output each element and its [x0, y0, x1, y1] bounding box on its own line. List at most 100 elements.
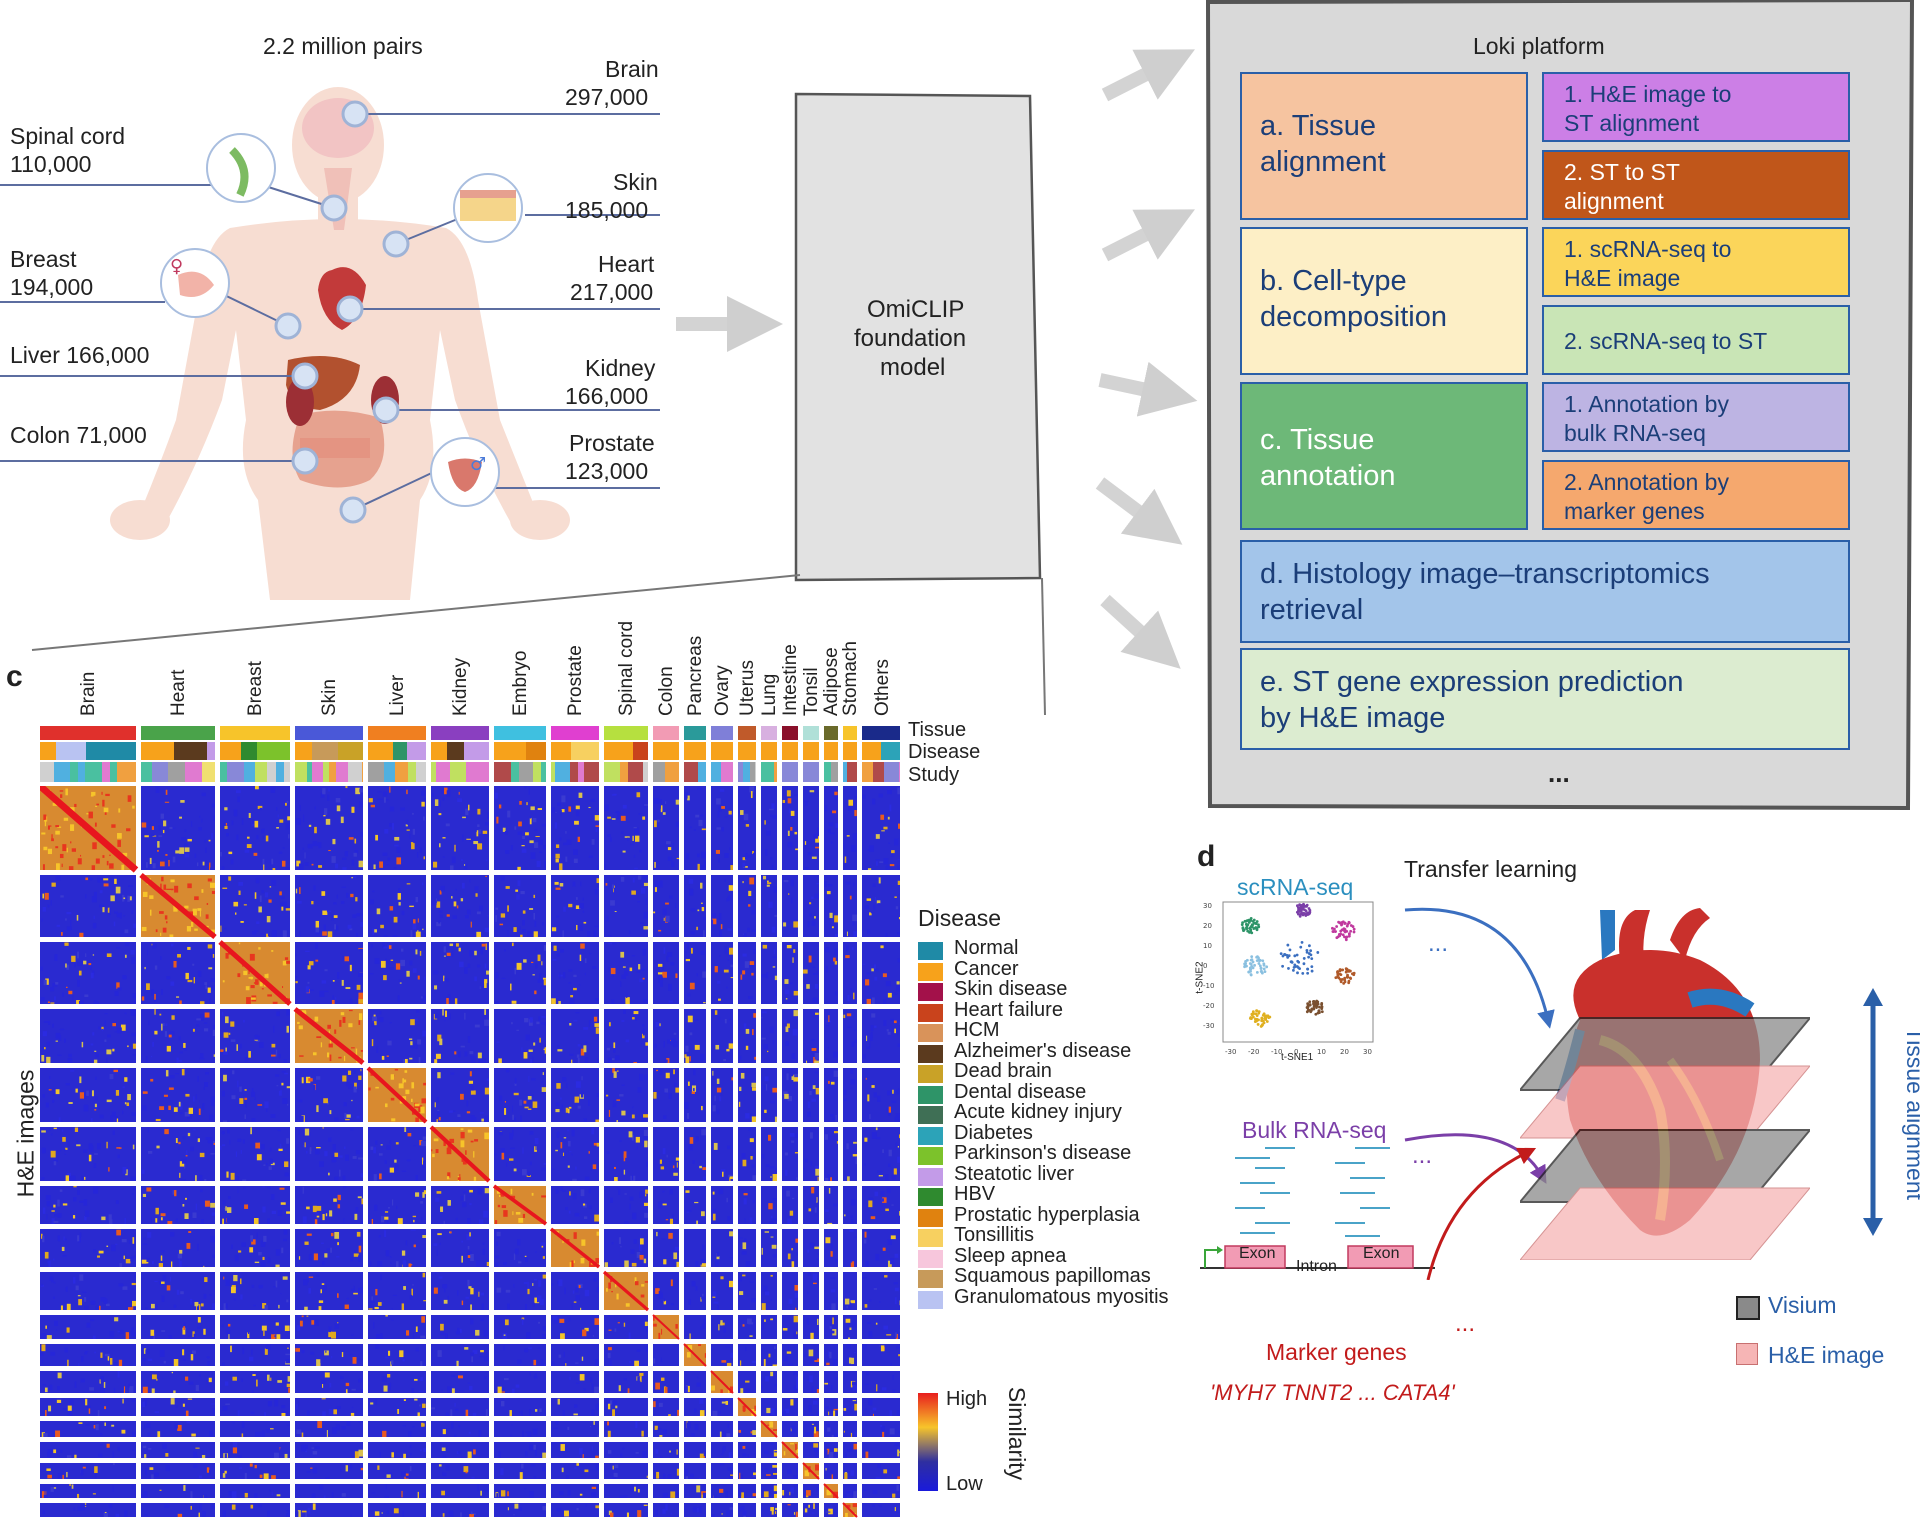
heatmap-block: [862, 1484, 900, 1498]
heatmap-block: [824, 1442, 838, 1458]
tsne-point: [1262, 967, 1266, 971]
tsne-point: [1245, 927, 1249, 931]
heatmap-block: [803, 875, 819, 937]
column-label: Spinal cord: [616, 620, 637, 716]
box-c2-line1: 2. Annotation by: [1564, 469, 1729, 495]
organ-breast-name: Breast: [10, 246, 77, 272]
heatmap-block: [684, 1229, 706, 1267]
study-track-cell: [395, 762, 408, 782]
tsne-point: [1315, 1000, 1318, 1004]
study-track-cell: [431, 762, 436, 782]
heatmap-block: [684, 1186, 706, 1224]
box-expression-prediction: e. ST gene expression prediction by H&E …: [1240, 648, 1850, 750]
disease-track-cell: [571, 742, 599, 760]
heatmap-block: [862, 1127, 900, 1181]
heatmap-block: [711, 1009, 733, 1063]
legend-label: Dead brain: [954, 1060, 1052, 1082]
heatmap-block: [711, 1068, 733, 1122]
heatmap-block: [843, 1484, 857, 1498]
svg-text:♀: ♀: [170, 256, 183, 277]
legend-label: Diabetes: [954, 1121, 1033, 1144]
heatmap-block: [551, 1421, 599, 1437]
heatmap-block: [711, 1463, 733, 1479]
scale-low: Low: [946, 1473, 983, 1495]
study-track-cell: [141, 762, 152, 782]
disease-track-cell: [393, 742, 407, 760]
box-a-line2: alignment: [1260, 146, 1386, 178]
heatmap-block: [824, 1398, 838, 1416]
legend-swatch: [918, 1270, 943, 1288]
heatmap-block: [368, 786, 426, 870]
disease-track-cell: [431, 742, 447, 760]
heatmap-block: [711, 786, 733, 870]
study-track-cell: [665, 762, 679, 782]
heatmap-block: [368, 1398, 426, 1416]
heatmap-block: [40, 1503, 136, 1517]
heatmap-block: [431, 1371, 489, 1393]
heatmap-block: [843, 875, 857, 937]
tsne-point: [1301, 904, 1305, 908]
study-track-cell: [110, 762, 117, 782]
heatmap-block: [782, 1484, 798, 1498]
heatmap-block: [761, 1442, 777, 1458]
heatmap-block: [653, 1398, 679, 1416]
tsne-point: [1252, 918, 1256, 922]
study-track-cell: [604, 762, 620, 782]
tsne-point: [1352, 927, 1356, 931]
box-c2-line2: marker genes: [1564, 498, 1705, 524]
tsne-point: [1341, 968, 1345, 972]
heatmap-block: [368, 1315, 426, 1339]
heatmap-block: [40, 1484, 136, 1498]
heatmap-block: [862, 875, 900, 937]
study-track-cell: [738, 762, 743, 782]
tsne-point: [1347, 934, 1351, 938]
study-track-cell: [284, 762, 289, 782]
heatmap-block: [295, 1484, 363, 1498]
heatmap-block: [368, 1421, 426, 1437]
tsne-point: [1320, 1010, 1324, 1014]
heatmap-block: [368, 1371, 426, 1393]
heatmap-block: [710, 1370, 734, 1394]
disease-track-cell: [174, 742, 207, 760]
tissue-track-cell: [711, 726, 733, 740]
heatmap-block: [824, 1009, 838, 1063]
heatmap-block: [684, 786, 706, 870]
heatmap-block: [803, 1186, 819, 1224]
tsne-point: [1262, 963, 1266, 967]
tsne-point: [1335, 936, 1339, 940]
legend-he: H&E image: [1768, 1342, 1885, 1368]
tsne-point: [1345, 930, 1349, 933]
tsne-point: [1333, 927, 1336, 931]
tsne-point: [1334, 930, 1337, 933]
tsne-point: [1314, 1002, 1317, 1006]
tsne-y-tick: 30: [1203, 902, 1212, 910]
tsne-point: [1245, 964, 1248, 968]
study-track-cell: [466, 762, 479, 782]
heatmap-block: [431, 1421, 489, 1437]
heatmap-block: [711, 1398, 733, 1416]
tsne-point: [1253, 921, 1257, 925]
heatmap-block: [782, 786, 798, 870]
study-track-cell: [54, 762, 70, 782]
tsne-y-tick: 0: [1203, 962, 1207, 970]
study-track-cell: [782, 762, 796, 782]
disease-track-cell: [653, 742, 679, 760]
heatmap-block: [803, 1421, 819, 1437]
tsne-point: [1320, 1005, 1324, 1009]
heatmap-block: [604, 1229, 648, 1267]
tsne-point: [1288, 948, 1292, 952]
platform-title: Loki platform: [1473, 33, 1605, 59]
study-track-cell: [152, 762, 168, 782]
heatmap-block: [824, 1127, 838, 1181]
heatmap-block: [141, 1229, 215, 1267]
heatmap-block: [843, 1398, 857, 1416]
tsne-point: [1248, 966, 1252, 970]
heatmap-block: [761, 1344, 777, 1366]
heatmap-block: [843, 786, 857, 870]
heatmap-block: [843, 1009, 857, 1063]
study-track-cell: [408, 762, 416, 782]
heatmap-block: [604, 1371, 648, 1393]
tsne-point: [1301, 972, 1305, 975]
bulk-label: Bulk RNA-seq: [1242, 1117, 1387, 1143]
